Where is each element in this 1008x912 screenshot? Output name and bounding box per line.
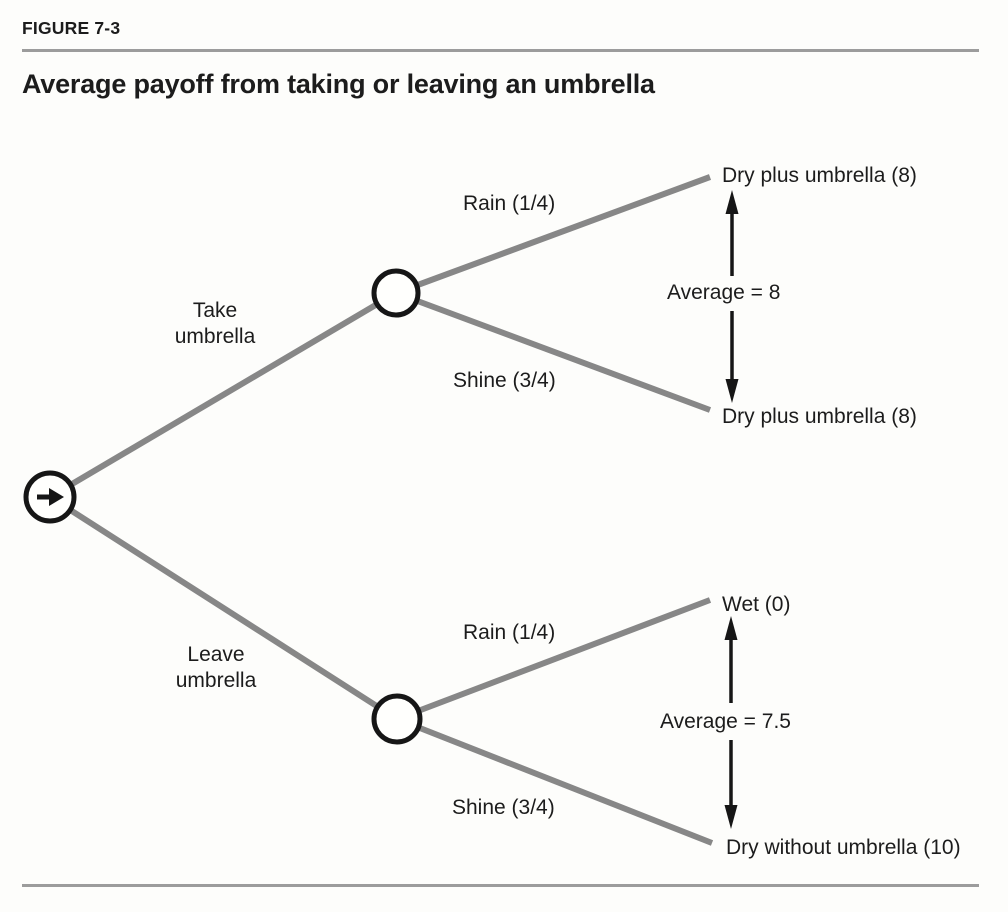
chance-node-take [371, 268, 421, 318]
right-arrow-icon [37, 488, 64, 506]
label-shine-take: Shine (3/4) [453, 369, 556, 392]
label-average-take: Average = 8 [667, 281, 781, 304]
label-rain-leave: Rain (1/4) [463, 621, 556, 644]
branch-leave-rain [395, 597, 712, 722]
average-range-arrow-leave [724, 616, 738, 829]
branch-take [48, 290, 398, 500]
figure-label: FIGURE 7-3 [22, 18, 121, 38]
branch-leave [48, 494, 399, 722]
label-average-leave: Average = 7.5 [660, 710, 791, 733]
label-take-umbrella: Take umbrella [174, 299, 256, 348]
right-arrow-head [49, 488, 64, 506]
outcome-leave-rain: Wet (0) [722, 593, 791, 616]
branch-leave-shine [395, 716, 714, 846]
up-arrowhead-icon [724, 616, 738, 640]
branch-take-shine [394, 290, 712, 413]
branch-take-rain [394, 174, 712, 296]
label-leave-umbrella: Leave umbrella [175, 643, 257, 692]
label-shine-leave: Shine (3/4) [452, 796, 555, 819]
down-arrowhead-icon [724, 805, 738, 829]
top-rule [22, 49, 979, 52]
down-arrowhead-icon [725, 379, 739, 403]
outcome-take-shine: Dry plus umbrella (8) [722, 405, 917, 428]
figure-title: Average payoff from taking or leaving an… [22, 69, 655, 99]
outcome-leave-shine: Dry without umbrella (10) [726, 836, 961, 859]
bottom-rule [22, 884, 979, 887]
label-rain-take: Rain (1/4) [463, 192, 556, 215]
chance-node-leave [371, 693, 423, 745]
average-range-arrow-take [725, 190, 739, 403]
up-arrowhead-icon [725, 190, 739, 214]
outcome-take-rain: Dry plus umbrella (8) [722, 164, 917, 187]
